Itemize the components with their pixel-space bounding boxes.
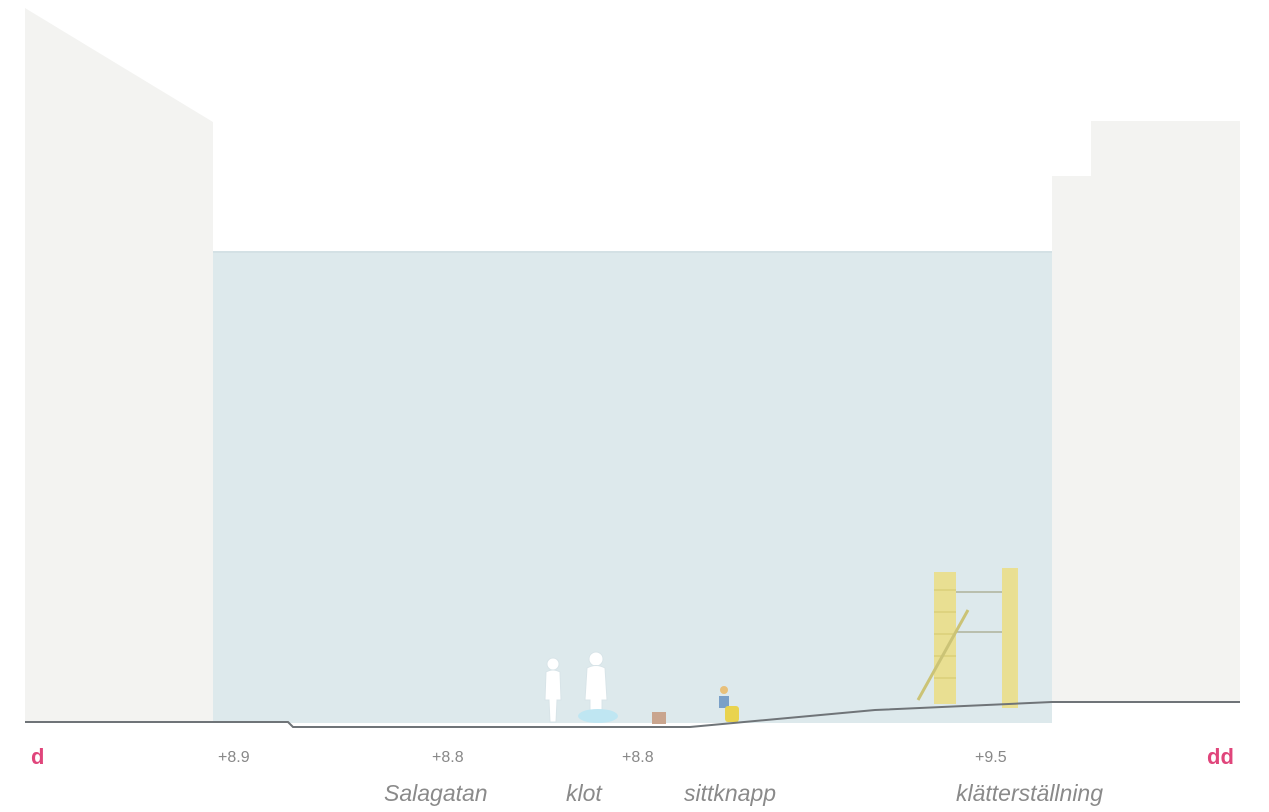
level-label: +8.8 [432,749,464,766]
level-label: +8.9 [218,749,250,766]
climbing-frame [916,568,1018,708]
ground-line [25,701,1240,728]
right-building [1052,121,1240,703]
level-label: +9.5 [975,749,1007,766]
street-space [213,252,1052,723]
person-figure-1 [544,657,562,723]
section-marker-left: d [31,744,45,769]
place-label-salagatan: Salagatan [384,780,488,806]
klot-sphere [578,709,618,723]
place-label-klatterstallning: klätterställning [956,780,1104,806]
sittknapp-seat [725,706,739,722]
place-label-sittknapp: sittknapp [684,780,777,806]
level-label: +8.8 [622,749,654,766]
bench-block [652,712,666,724]
place-label-klot: klot [566,780,602,806]
left-building [25,8,213,722]
section-marker-right: dd [1207,744,1234,769]
child-figure [719,686,729,708]
